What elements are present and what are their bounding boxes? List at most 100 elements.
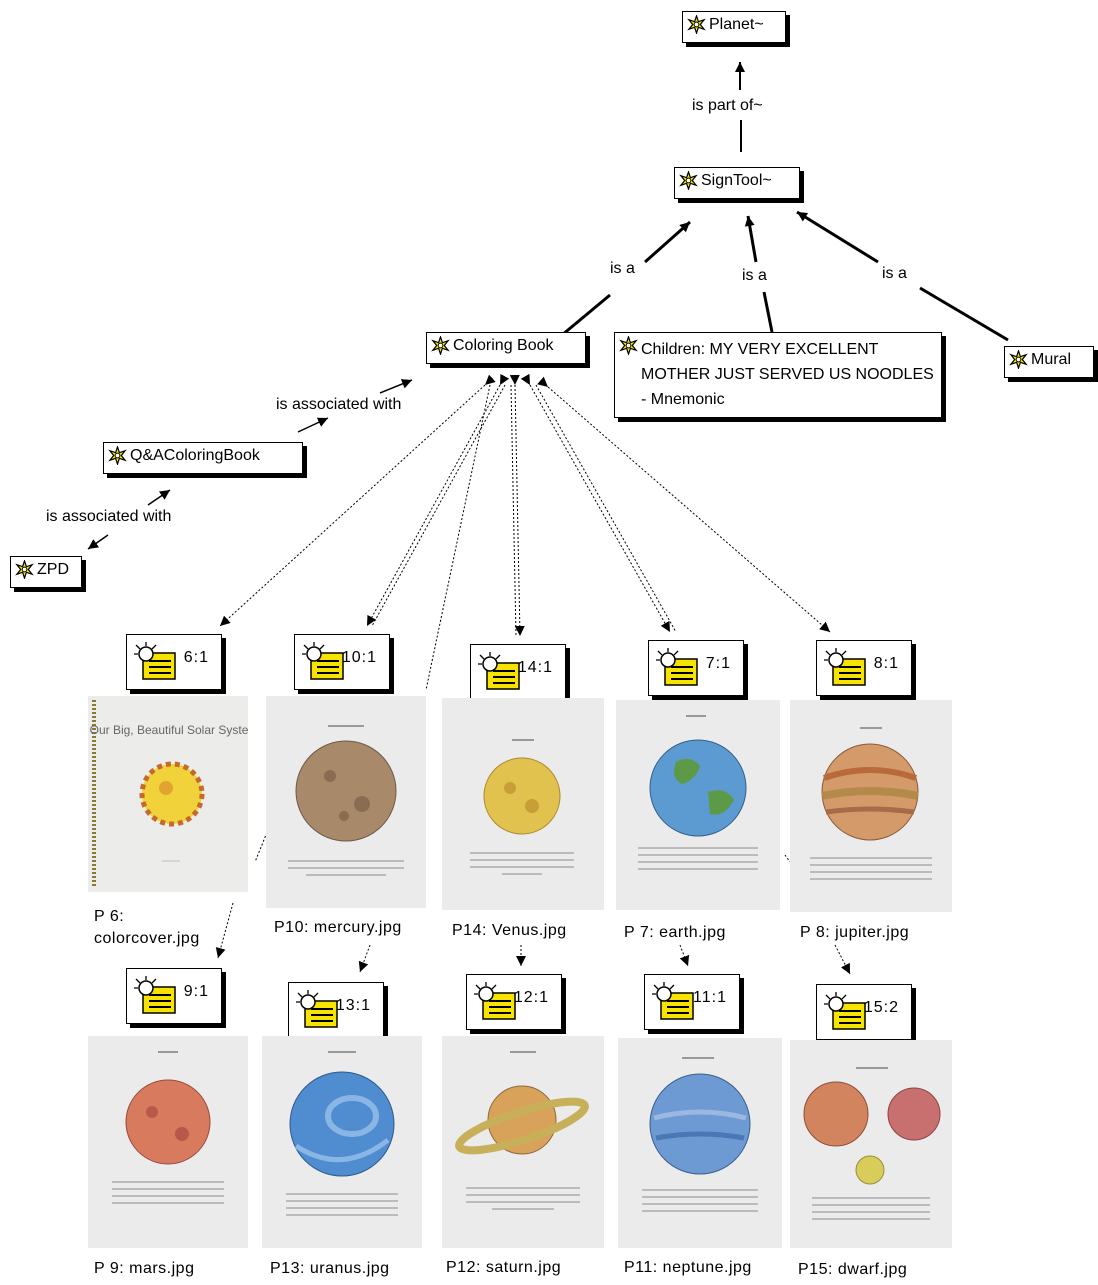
page-title: Our Big, Beautiful Solar System [90,723,248,737]
dwarf-image [803,1067,941,1220]
note-pad-icon [302,642,344,680]
photo-caption: P14: Venus.jpg [452,922,567,939]
colorcover-image: Our Big, Beautiful Solar System [90,700,248,888]
photo-caption: P11: neptune.jpg [624,1259,752,1276]
photo-caption: P 8: jupiter.jpg [800,924,910,941]
note-count: 6:1 [183,649,209,666]
photo-jupiter[interactable] [790,700,952,912]
link-assoc-1-lower [297,417,329,433]
concept-coloring-book[interactable]: Coloring Book [426,332,586,364]
concept-label: Mural [1031,351,1072,368]
link-isa-1-upper [644,220,691,264]
concept-star-icon [108,446,127,465]
note-pad-icon [824,992,866,1030]
concept-star-icon [431,336,450,355]
note-pad-icon [824,648,866,686]
resource-note-12[interactable]: 12:1 [466,974,562,1030]
dotted-link-7b [535,384,677,633]
venus-image [470,739,574,875]
dotted-link-9c [215,902,234,959]
concept-signtool[interactable]: SignTool~ [674,167,800,199]
photo-neptune[interactable] [618,1038,782,1248]
earth-image [638,715,758,870]
resource-note-11[interactable]: 11:1 [644,974,740,1030]
concept-qa-coloring-book[interactable]: Q&AColoringBook [103,442,303,474]
note-pad-icon [474,982,516,1020]
photo-caption: P12: saturn.jpg [446,1259,562,1276]
link-assoc-1-upper [379,379,413,394]
link-isa-2-lower [762,291,774,333]
note-count: 9:1 [183,983,209,1000]
note-count: 13:1 [335,997,371,1014]
note-count: 8:1 [873,655,899,672]
concept-star-icon [15,560,34,579]
note-count: 12:1 [513,989,549,1006]
jupiter-image [810,727,932,880]
dotted-link-9b [254,824,271,863]
resource-note-7[interactable]: 7:1 [648,640,744,696]
saturn-image [455,1051,589,1210]
dotted-link-10 [366,373,510,627]
dotted-link-11 [679,944,690,967]
photo-dwarf[interactable] [790,1040,952,1248]
concept-star-icon [1009,350,1028,369]
note-count: 7:1 [705,655,731,672]
concept-label: Q&AColoringBook [130,447,260,464]
note-pad-icon [656,648,698,686]
dotted-link-6 [219,374,496,627]
photo-saturn[interactable] [442,1036,604,1248]
photo-venus[interactable] [442,698,604,910]
note-pad-icon [478,652,520,690]
photo-uranus[interactable] [262,1036,422,1248]
resource-note-15[interactable]: 15:2 [816,984,912,1040]
concept-children-mnemonic[interactable]: Children: MY VERY EXCELLENT MOTHER JUST … [614,332,942,418]
concept-label: ZPD [37,561,69,578]
note-count: 10:1 [341,649,377,666]
photo-caption: P 6: colorcover.jpg [94,908,200,947]
concept-star-icon [679,171,698,190]
concept-zpd[interactable]: ZPD [10,556,82,588]
photo-caption: P10: mercury.jpg [274,919,402,936]
note-pad-icon [296,990,338,1028]
resource-note-13[interactable]: 13:1 [288,982,384,1038]
photo-caption: P 7: earth.jpg [624,924,726,941]
photo-mars[interactable] [88,1036,248,1248]
link-label-is-a: is a [740,267,769,285]
dotted-link-14b [510,384,517,637]
note-pad-icon [652,982,694,1020]
note-count: 15:2 [863,999,899,1016]
link-label-is-a: is a [880,265,909,283]
concept-star-icon [687,15,706,34]
resource-note-14[interactable]: 14:1 [470,644,566,700]
resource-note-10[interactable]: 10:1 [294,634,390,690]
link-label-is-a: is a [608,260,637,278]
dotted-link-7 [520,373,671,633]
concept-label: Children: MY VERY EXCELLENT MOTHER JUST … [641,341,934,408]
link-label-is-part-of: is part of~ [690,97,765,115]
resource-note-6[interactable]: 6:1 [126,634,222,690]
concept-label: SignTool~ [701,172,772,189]
link-isa-2-upper [744,215,758,263]
concept-mural[interactable]: Mural [1004,346,1094,378]
photo-earth[interactable] [616,700,780,910]
link-label-is-associated-with: is associated with [44,508,174,526]
resource-note-8[interactable]: 8:1 [816,640,912,696]
dotted-link-10b [371,384,506,627]
dotted-link-15 [834,944,851,975]
photo-colorcover[interactable]: Our Big, Beautiful Solar System [88,696,248,892]
link-assoc-2-upper [147,489,171,506]
note-count: 14:1 [517,659,553,676]
note-pad-icon [134,976,176,1014]
resource-note-9[interactable]: 9:1 [126,968,222,1024]
uranus-image [286,1051,398,1216]
photo-mercury[interactable] [266,696,426,908]
link-isa-3-upper [796,210,879,264]
mercury-image [288,725,404,876]
photo-caption: P 9: mars.jpg [94,1260,195,1277]
concept-label: Planet~ [709,16,764,33]
concept-planet[interactable]: Planet~ [682,11,786,43]
note-count: 11:1 [693,989,727,1006]
photo-caption: P15: dwarf.jpg [798,1261,908,1278]
mars-image [112,1051,224,1204]
dotted-link-8 [537,376,831,633]
